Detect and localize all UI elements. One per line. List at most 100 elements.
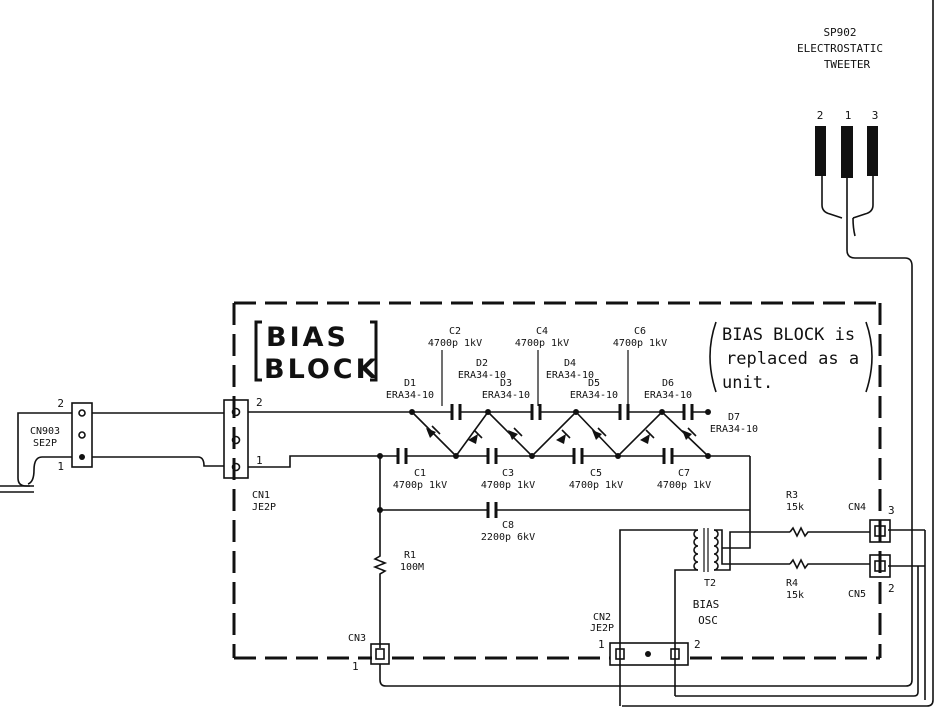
block-title-line1: BIAS	[266, 322, 349, 353]
cn903-cable-inner	[27, 456, 72, 485]
cn5-body	[869, 554, 891, 578]
tweeter-lead-2	[821, 176, 843, 219]
diode-d2: D2 ERA34-10	[458, 358, 506, 444]
cn1-body	[223, 399, 249, 479]
r1-value: 100M	[400, 562, 424, 573]
c7-ref: C7	[678, 468, 690, 479]
cn2-pin-1-label: 1	[598, 638, 605, 651]
cn3-pin-label: 1	[352, 660, 359, 673]
transformer-t2: T2 BIAS OSC	[619, 528, 790, 706]
tweeter-plate-left	[815, 126, 826, 176]
c5-value: 4700p 1kV	[569, 480, 623, 491]
cn2-ref: CN2	[593, 612, 611, 623]
c8-value: 2200p 6kV	[481, 532, 535, 543]
cn903-pin	[78, 409, 86, 417]
d3-part: ERA34-10	[482, 390, 530, 401]
d7-part: ERA34-10	[710, 424, 758, 435]
junction-dots	[377, 409, 711, 513]
cn2-body	[609, 642, 689, 666]
cn4-pin-label: 3	[888, 504, 895, 517]
connector-cn903: 2 1 CN903 SE2P	[0, 397, 93, 493]
cn1-pin	[231, 462, 241, 472]
connector-cn1: 2 1 CN1 JE2P	[223, 396, 276, 513]
d7-ref: D7	[728, 412, 740, 423]
d6-part: ERA34-10	[644, 390, 692, 401]
wire-c7-to-t2	[722, 456, 751, 549]
replacement-note: BIAS BLOCK is replaced as a unit.	[709, 321, 873, 393]
wire-t2-to-r4	[721, 548, 790, 565]
capacitor-c6: C6 4700p 1kV	[613, 326, 667, 420]
cn903-cable-shield	[17, 412, 72, 487]
tweeter-name-line2: TWEETER	[824, 58, 871, 71]
cn903-body	[71, 402, 93, 468]
c4-ref: C4	[536, 326, 548, 337]
d3-ref: D3	[500, 378, 512, 389]
d4-ref: D4	[564, 358, 576, 369]
cn903-pin-1-label: 1	[57, 460, 64, 473]
cn2-pin	[670, 648, 680, 660]
cn903-pin-2-label: 2	[57, 397, 64, 410]
resistor-r3: R3 15k	[786, 490, 870, 538]
r4-value: 15k	[786, 590, 804, 601]
c4-value: 4700p 1kV	[515, 338, 569, 349]
wire-cn903-1-cn1-1	[92, 456, 224, 467]
diode-chain	[411, 410, 709, 458]
cn3-pin	[375, 648, 385, 660]
d1-part: ERA34-10	[386, 390, 434, 401]
resistor-r1: R1 100M	[372, 510, 424, 648]
diode-d1: D1 ERA34-10	[386, 378, 441, 438]
wire-outer-right	[622, 0, 934, 707]
note-paren-right	[865, 321, 873, 393]
note-line1: BIAS BLOCK is	[722, 325, 855, 345]
diode-d5: D5 ERA34-10	[570, 378, 618, 440]
cn4-body	[869, 519, 891, 543]
tweeter-name-line1: ELECTROSTATIC	[797, 42, 883, 55]
t2-primary-lead-a	[619, 529, 698, 706]
cn1-pin	[231, 435, 241, 445]
c2-value: 4700p 1kV	[428, 338, 482, 349]
r3-value: 15k	[786, 502, 804, 513]
connector-cn2: CN2 JE2P 1 2	[590, 612, 701, 666]
diode-d7: D7 ERA34-10	[682, 412, 758, 440]
cn4-ref: CN4	[848, 502, 866, 513]
r1-ref: R1	[404, 550, 416, 561]
tweeter-pin-2: 2	[817, 109, 824, 122]
cn903-pin	[78, 431, 86, 439]
cn1-pin-2-label: 2	[256, 396, 263, 409]
diode-d4: D4 ERA34-10	[546, 358, 594, 444]
tweeter-lead-3	[852, 176, 874, 219]
resistor-r4: R4 15k	[786, 558, 870, 601]
c3-ref: C3	[502, 468, 514, 479]
title-bracket-left	[254, 320, 262, 382]
tweeter-pin-3: 3	[872, 109, 879, 122]
cn903-ref: CN903	[30, 426, 60, 437]
cn2-pin-2-label: 2	[694, 638, 701, 651]
note-line3: unit.	[722, 373, 773, 393]
c8-ref: C8	[502, 520, 514, 531]
capacitor-c7: C7 4700p 1kV	[657, 448, 711, 491]
t2-name-line1: BIAS	[693, 598, 720, 611]
cn5-pin-label: 2	[888, 582, 895, 595]
t2-primary-lead-b	[674, 569, 698, 696]
r4-ref: R4	[786, 578, 798, 589]
wire-bottom-rail	[248, 455, 750, 468]
tweeter-plate-center	[841, 126, 853, 178]
connector-cn4: CN4 3	[848, 502, 895, 543]
title-bracket-right	[370, 320, 378, 382]
r3-ref: R3	[786, 490, 798, 501]
tweeter-plate-right	[867, 126, 878, 176]
capacitor-c5: C5 4700p 1kV	[569, 448, 623, 491]
c1-ref: C1	[414, 468, 426, 479]
c5-ref: C5	[590, 468, 602, 479]
cn4-pin	[874, 525, 886, 537]
capacitor-c4: C4 4700p 1kV	[515, 326, 569, 420]
capacitor-c8: C8 2200p 6kV	[481, 502, 535, 543]
connector-cn3: CN3 1	[348, 633, 390, 673]
c1-value: 4700p 1kV	[393, 480, 447, 491]
capacitor-c3: C3 4700p 1kV	[481, 448, 535, 491]
d5-part: ERA34-10	[570, 390, 618, 401]
tweeter-pin-1: 1	[845, 109, 852, 122]
d1-ref: D1	[404, 378, 416, 389]
diode-d6: D6 ERA34-10	[640, 378, 692, 444]
cn1-pin	[231, 407, 241, 417]
